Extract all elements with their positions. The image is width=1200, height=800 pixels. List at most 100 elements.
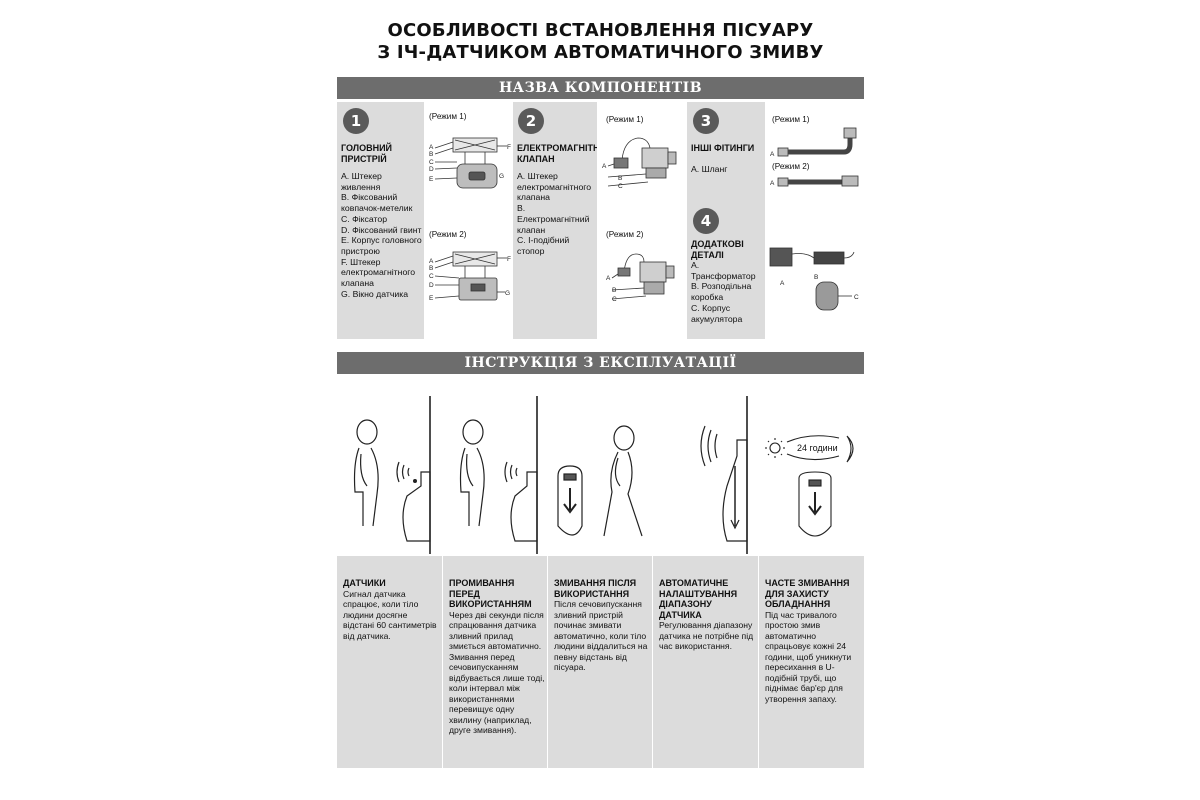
- svg-text:B: B: [429, 151, 433, 158]
- component-4-heading: ДОДАТКОВІ ДЕТАЛІ: [691, 239, 744, 260]
- title-line-2: З ІЧ-ДАТЧИКОМ АВТОМАТИЧНОГО ЗМИВУ: [377, 42, 824, 63]
- step-2-illustration: [443, 376, 547, 556]
- component-1-mode-1: (Режим 1): [429, 112, 467, 121]
- component-3-heading: ІНШІ ФІТИНГИ: [691, 143, 755, 153]
- step-5-body: Під час тривалого простою змив автоматич…: [765, 609, 852, 704]
- component-4-line-a: А. Трансформатор: [691, 260, 756, 281]
- svg-text:B: B: [612, 287, 616, 294]
- component-1-image-panel: (Режим 1) (Режим 2): [425, 102, 512, 339]
- component-2-line-b: B. Електромагнітний клапан: [517, 203, 590, 235]
- component-3-line-a: А. Шланг: [691, 163, 728, 174]
- step-1-heading: ДАТЧИКИ: [343, 578, 386, 588]
- svg-text:C: C: [612, 296, 617, 303]
- component-3-mode-2: (Режим 2): [772, 162, 810, 171]
- step-3-illustration: [548, 376, 652, 556]
- moon-icon: [846, 435, 854, 463]
- svg-text:C: C: [854, 294, 859, 301]
- step-4-panel: 4 АВТОМАТИЧНЕ НАЛАШТУВАННЯ ДІАПАЗОНУ ДАТ…: [653, 376, 758, 768]
- component-3-text: ІНШІ ФІТИНГИ А. Шланг: [691, 143, 765, 174]
- step-3-body: Після сечовипускання зливний пристрій по…: [554, 599, 648, 672]
- component-3-4-image-panel: (Режим 1) (Режим 2) A A A B C: [766, 102, 864, 339]
- step-4-heading: АВТОМАТИЧНЕ НАЛАШТУВАННЯ ДІАПАЗОНУ ДАТЧИ…: [659, 578, 738, 620]
- component-4-line-c: C. Корпус акумулятора: [691, 302, 743, 324]
- step-1-body: Сигнал датчика спрацює, коли тіло людини…: [343, 588, 437, 641]
- svg-text:B: B: [618, 175, 622, 182]
- svg-text:D: D: [429, 166, 434, 173]
- step-1-illustration: [337, 376, 442, 556]
- svg-text:G: G: [499, 173, 504, 180]
- component-2-line-c: C. І-подібний стопор: [517, 235, 570, 256]
- svg-text:E: E: [429, 176, 434, 183]
- svg-text:F: F: [507, 144, 511, 151]
- svg-text:C: C: [429, 273, 434, 280]
- component-2-heading: ЕЛЕКТРОМАГНІТНИЙ КЛАПАН: [517, 143, 597, 164]
- component-1-line-f: F. Штекер електромагнітного клапана: [341, 256, 416, 289]
- step-1-panel: 1 ДАТЧИКИ Сигнал датчика спрацює, коли т…: [337, 376, 442, 768]
- step-3-panel: 3 ЗМИВАННЯ ПІСЛЯ ВИКОРИСТАННЯ Після сечо…: [548, 376, 652, 768]
- component-1-text: ГОЛОВНИЙ ПРИСТРІЙ А. Штекер живлення B. …: [341, 143, 423, 299]
- sun-icon: [769, 442, 781, 454]
- component-1-line-g: G. Вікно датчика: [341, 288, 409, 299]
- step-5-text: ЧАСТЕ ЗМИВАННЯ ДЛЯ ЗАХИСТУ ОБЛАДНАННЯ Пі…: [765, 578, 863, 704]
- svg-text:A: A: [780, 280, 785, 287]
- component-3-mode-1: (Режим 1): [772, 115, 810, 124]
- component-2-line-a: А. Штекер електромагнітного клапана: [517, 171, 592, 203]
- svg-text:C: C: [618, 183, 623, 190]
- step-2-body-2: Змивання перед сечовипусканням відбуваєт…: [449, 651, 545, 736]
- component-2-mode-1: (Режим 1): [606, 115, 644, 124]
- svg-text:C: C: [429, 159, 434, 166]
- component-2-mode-2: (Режим 2): [606, 230, 644, 239]
- svg-text:A: A: [606, 275, 611, 282]
- step-2-body: Через дві секунди після спрацювання датч…: [449, 609, 544, 652]
- step-5-heading: ЧАСТЕ ЗМИВАННЯ ДЛЯ ЗАХИСТУ ОБЛАДНАННЯ: [765, 578, 850, 609]
- step-3-heading: ЗМИВАННЯ ПІСЛЯ ВИКОРИСТАННЯ: [554, 578, 637, 599]
- component-1-line-a: А. Штекер живлення: [341, 171, 382, 192]
- main-device-drawing: AB CD EF G AB CD EF G: [429, 137, 511, 302]
- svg-text:E: E: [429, 295, 434, 302]
- step-2-heading: ПРОМИВАННЯ ПЕРЕД ВИКОРИСТАННЯМ: [449, 578, 532, 609]
- svg-text:B: B: [814, 274, 818, 281]
- svg-text:A: A: [770, 151, 775, 158]
- hose-and-parts-drawing: A A A B C: [769, 127, 859, 311]
- step-5-illustration: 24 години: [759, 376, 864, 556]
- sensor-dot: [413, 479, 417, 483]
- step-4-illustration: [653, 376, 758, 556]
- component-2-panel: 2 ЕЛЕКТРОМАГНІТНИЙ КЛАПАН А. Штекер елек…: [513, 102, 597, 339]
- component-1-line-e: E. Корпус головного пристрою: [341, 235, 422, 256]
- step-1-text: ДАТЧИКИ Сигнал датчика спрацює, коли тіл…: [343, 578, 439, 641]
- component-1-line-c: C. Фіксатор: [341, 213, 388, 224]
- components-header: НАЗВА КОМПОНЕНТІВ: [337, 77, 864, 99]
- step-5-panel: 5 24 години ЧАСТЕ ЗМИВАННЯ ДЛЯ ЗАХИСТУ О…: [759, 376, 864, 768]
- component-1-heading: ГОЛОВНИЙ ПРИСТРІЙ: [341, 143, 393, 164]
- component-4-text: ДОДАТКОВІ ДЕТАЛІ А. Трансформатор B. Роз…: [691, 239, 765, 324]
- svg-text:A: A: [602, 163, 607, 170]
- instructions-header: ІНСТРУКЦІЯ З ЕКСПЛУАТАЦІЇ: [337, 352, 864, 374]
- component-3-4-panel: 3 ІНШІ ФІТИНГИ А. Шланг 4 ДОДАТКОВІ ДЕТА…: [687, 102, 765, 339]
- svg-text:A: A: [429, 258, 434, 265]
- step-4-text: АВТОМАТИЧНЕ НАЛАШТУВАННЯ ДІАПАЗОНУ ДАТЧИ…: [659, 578, 755, 652]
- component-1-panel: 1 ГОЛОВНИЙ ПРИСТРІЙ А. Штекер живлення B…: [337, 102, 424, 339]
- component-4-badge: 4: [693, 208, 719, 234]
- svg-text:G: G: [505, 290, 510, 297]
- svg-text:D: D: [429, 282, 434, 289]
- step-2-panel: 2 ПРОМИВАННЯ ПЕРЕД ВИКОРИСТАННЯМ Через д…: [443, 376, 547, 768]
- component-1-mode-2: (Режим 2): [429, 230, 467, 239]
- solenoid-valve-drawing: AB C AB C: [602, 137, 677, 303]
- svg-text:A: A: [429, 144, 434, 151]
- component-3-badge: 3: [693, 108, 719, 134]
- step-3-text: ЗМИВАННЯ ПІСЛЯ ВИКОРИСТАННЯ Після сечови…: [554, 578, 650, 673]
- svg-text:A: A: [770, 180, 775, 187]
- svg-text:B: B: [429, 265, 433, 272]
- component-1-line-b: B. Фіксований ковпачок-метелик: [341, 192, 413, 214]
- step-2-text: ПРОМИВАННЯ ПЕРЕД ВИКОРИСТАННЯМ Через дві…: [449, 578, 545, 736]
- component-2-text: ЕЛЕКТРОМАГНІТНИЙ КЛАПАН А. Штекер електр…: [517, 143, 597, 257]
- page-title: ОСОБЛИВОСТІ ВСТАНОВЛЕННЯ ПІСУАРУ З ІЧ-ДА…: [337, 20, 864, 64]
- step-4-body: Регулювання діапазону датчика не потрібн…: [659, 620, 754, 651]
- title-line-1: ОСОБЛИВОСТІ ВСТАНОВЛЕННЯ ПІСУАРУ: [387, 20, 814, 41]
- component-1-badge: 1: [343, 108, 369, 134]
- svg-text:F: F: [507, 256, 511, 263]
- component-1-line-d: D. Фіксований гвинт: [341, 224, 422, 235]
- component-4-line-b: B. Розподільна коробка: [691, 281, 752, 303]
- component-2-badge: 2: [518, 108, 544, 134]
